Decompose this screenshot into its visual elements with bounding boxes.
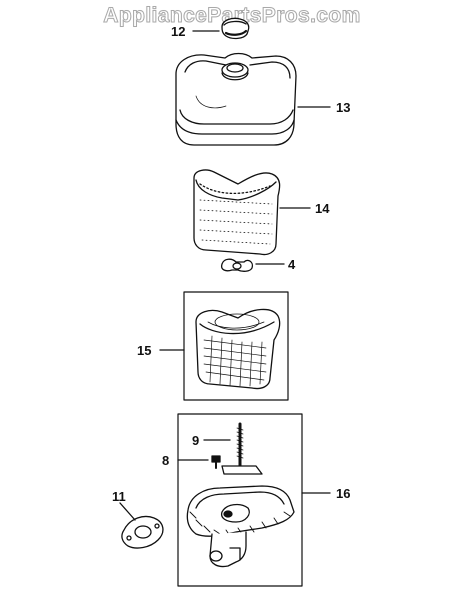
part-8-screw — [177, 455, 221, 469]
part-4-wing-nut — [220, 258, 285, 272]
part-16-base-box — [177, 413, 331, 587]
callout-16: 16 — [336, 486, 351, 501]
part-12-knob — [192, 17, 250, 40]
callout-13: 13 — [336, 100, 351, 115]
part-11-gasket — [119, 502, 164, 549]
part-9-stud — [203, 422, 263, 475]
callout-11: 11 — [112, 489, 126, 504]
callout-12: 12 — [171, 24, 186, 39]
callout-4: 4 — [288, 257, 296, 272]
callout-9: 9 — [192, 433, 200, 448]
part-16-base — [186, 485, 295, 568]
callout-14: 14 — [315, 201, 330, 216]
part-15-filter — [159, 291, 289, 401]
part-14-precleaner — [193, 169, 311, 256]
callout-15: 15 — [137, 343, 152, 358]
part-13-cover — [175, 52, 331, 146]
callout-8: 8 — [162, 453, 170, 468]
